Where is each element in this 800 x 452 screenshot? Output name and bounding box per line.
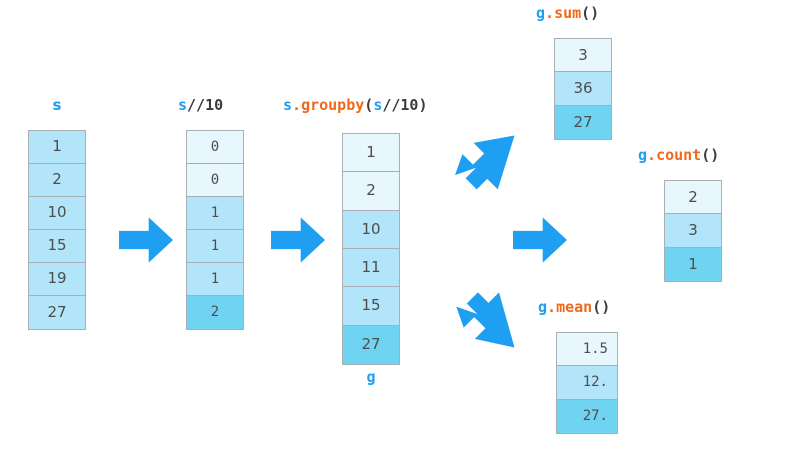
series-cell: 10 (29, 196, 85, 230)
grouped-cell: 1 (343, 134, 399, 173)
mean-cell: 27. (557, 399, 617, 433)
keys-header-token-0: s (178, 96, 188, 114)
series-cell: 2 (29, 163, 85, 197)
series-cell: 27 (29, 295, 85, 329)
series-cell: 15 (29, 229, 85, 263)
arrow-keys-to-grouped (270, 213, 326, 267)
keys-cell: 1 (187, 229, 243, 263)
grouped-cell: 2 (343, 172, 399, 211)
mean-cell: 1.5 (557, 333, 617, 367)
count-cell: 2 (665, 181, 721, 215)
mean-cell: 12. (557, 366, 617, 400)
count-header-token-2: count (656, 146, 702, 164)
sum-header-token-3: () (581, 4, 600, 22)
arrow-grouped-to-results (512, 213, 568, 267)
result-header-mean: g.mean() (538, 300, 610, 315)
sum-header-token-1: . (545, 4, 555, 22)
grouped-cell: 11 (343, 248, 399, 288)
arrow-series-to-keys (118, 213, 174, 267)
count-header-token-1: . (647, 146, 657, 164)
keys-header-token-1: //10 (187, 96, 224, 114)
series-cell: 1 (29, 131, 85, 164)
grouped-cell: 15 (343, 287, 399, 326)
grouped-header-token-0: s (283, 96, 293, 114)
sum-header-token-2: sum (554, 4, 582, 22)
count-header-token-3: () (701, 146, 720, 164)
column-footer-grouped: g (366, 368, 376, 386)
keys-cell: 1 (187, 196, 243, 230)
keys-cell: 2 (187, 295, 243, 329)
mean-header-token-3: () (592, 298, 611, 316)
grouped-header-token-5: //10 (382, 96, 419, 114)
grouped-header-token-3: ( (364, 96, 374, 114)
column-header-series: s (28, 98, 86, 113)
arrow-grouped-to-mean (455, 288, 517, 350)
grouped-cell: 10 (343, 210, 399, 249)
sum-cell: 27 (555, 105, 611, 139)
grouped-header-token-2: groupby (301, 96, 365, 114)
sum-header-token-0: g (536, 4, 546, 22)
count-cell: 1 (665, 247, 721, 281)
result-header-sum: g.sum() (536, 6, 599, 21)
mean-header-token-1: . (547, 298, 557, 316)
series-header-token-0: s (52, 96, 62, 114)
keys-cell: 0 (187, 163, 243, 197)
keys-cell: 0 (187, 131, 243, 164)
column-header-grouped: s.groupby(s//10) (283, 98, 428, 113)
grouped-header-token-4: s (373, 96, 383, 114)
sum-cell: 36 (555, 72, 611, 106)
mean-header-token-2: mean (556, 298, 593, 316)
arrow-grouped-to-sum (455, 133, 517, 195)
count-cell: 3 (665, 214, 721, 248)
result-header-count: g.count() (638, 148, 719, 163)
grouped-header-token-1: . (292, 96, 302, 114)
column-header-keys: s//10 (178, 98, 223, 113)
mean-header-token-0: g (538, 298, 548, 316)
sum-cell: 3 (555, 39, 611, 73)
grouped-cell: 27 (343, 325, 399, 364)
grouped-header-token-6: ) (418, 96, 428, 114)
series-cell: 19 (29, 262, 85, 296)
count-header-token-0: g (638, 146, 648, 164)
keys-cell: 1 (187, 262, 243, 296)
